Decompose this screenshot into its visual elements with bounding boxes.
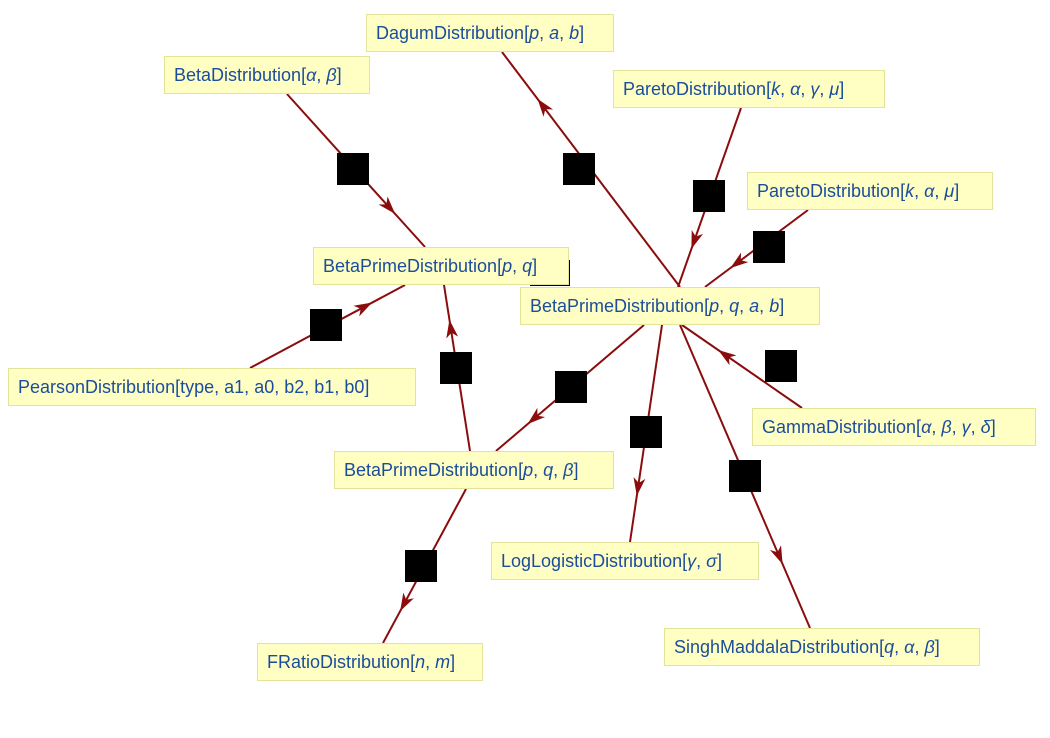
node-param: p	[502, 256, 513, 276]
edge-marker-square[interactable]	[310, 309, 342, 341]
node-singhmaddala-distribution[interactable]: SinghMaddalaDistribution[q, α, β]	[664, 628, 980, 666]
node-param: n	[415, 652, 426, 672]
arrowhead	[718, 350, 737, 366]
node-fratio-distribution[interactable]: FRatioDistribution[n, m]	[257, 643, 483, 681]
edge-betaprime3-to-fratio	[382, 488, 467, 644]
node-param: a	[749, 296, 760, 316]
node-param: σ	[706, 551, 717, 571]
edge-betaprime4-to-singhmaddala	[679, 324, 811, 629]
node-param: β	[924, 637, 935, 657]
node-loglogistic-distribution[interactable]: LogLogisticDistribution[γ, σ]	[491, 542, 759, 580]
node-name: BetaDistribution	[174, 65, 302, 85]
node-param: δ	[980, 417, 991, 437]
node-param: type	[180, 377, 215, 397]
node-param: b	[769, 296, 780, 316]
node-param: μ	[829, 79, 840, 99]
node-name: BetaPrimeDistribution	[323, 256, 498, 276]
arrowhead	[730, 252, 749, 269]
edge-marker-square[interactable]	[405, 550, 437, 582]
node-param: γ	[687, 551, 697, 571]
node-dagum-distribution[interactable]: DagumDistribution[p, a, b]	[366, 14, 614, 52]
arrowhead	[400, 592, 414, 612]
node-pearson-distribution[interactable]: PearsonDistribution[type, a1, a0, b2, b1…	[8, 368, 416, 406]
node-param: p	[523, 460, 534, 480]
edge-marker-square[interactable]	[440, 352, 472, 384]
node-param: β	[563, 460, 574, 480]
node-param: γ	[961, 417, 971, 437]
node-param: k	[905, 181, 915, 201]
node-param: b1	[314, 377, 335, 397]
node-param: α	[904, 637, 915, 657]
node-param: p	[709, 296, 720, 316]
node-name: DagumDistribution	[376, 23, 525, 43]
edge-line	[681, 324, 803, 409]
node-param: m	[435, 652, 451, 672]
arrowhead	[770, 545, 783, 565]
node-param: b	[569, 23, 580, 43]
edge-betaprime4-to-dagum	[501, 51, 681, 288]
arrowhead	[537, 98, 554, 117]
arrowhead	[353, 302, 373, 317]
edge-marker-square[interactable]	[729, 460, 761, 492]
edge-pareto4-to-betaprime4	[677, 107, 742, 288]
node-name: SinghMaddalaDistribution	[674, 637, 880, 657]
edge-marker-square[interactable]	[765, 350, 797, 382]
edge-marker-square[interactable]	[630, 416, 662, 448]
node-param: q	[884, 637, 895, 657]
arrowhead	[446, 319, 459, 339]
node-param: α	[306, 65, 317, 85]
node-param: b0	[344, 377, 365, 397]
node-param: a1	[224, 377, 245, 397]
node-param: q	[543, 460, 554, 480]
node-pareto-distribution-3[interactable]: ParetoDistribution[k, α, μ]	[747, 172, 993, 210]
edge-betaprime4-to-loglogistic	[629, 324, 663, 543]
node-param: k	[771, 79, 781, 99]
edge-beta-to-betaprime2	[286, 93, 426, 248]
node-name: BetaPrimeDistribution	[344, 460, 519, 480]
node-param: α	[924, 181, 935, 201]
edge-pareto3-to-betaprime4	[704, 209, 809, 288]
node-param: p	[529, 23, 540, 43]
node-param: a0	[254, 377, 275, 397]
arrowhead	[633, 477, 646, 496]
node-param: μ	[944, 181, 955, 201]
edge-gamma-to-betaprime4	[681, 324, 803, 409]
node-gamma-distribution[interactable]: GammaDistribution[α, β, γ, δ]	[752, 408, 1036, 446]
edge-marker-square[interactable]	[753, 231, 785, 263]
node-param: q	[522, 256, 533, 276]
edge-marker-square[interactable]	[693, 180, 725, 212]
edge-betaprime3-to-betaprime2	[440, 284, 472, 452]
node-param: γ	[810, 79, 820, 99]
node-pareto-distribution-4[interactable]: ParetoDistribution[k, α, γ, μ]	[613, 70, 885, 108]
node-name: ParetoDistribution	[623, 79, 767, 99]
node-betaprime-distribution-2[interactable]: BetaPrimeDistribution[p, q]	[313, 247, 569, 285]
node-param: b2	[284, 377, 305, 397]
node-name: PearsonDistribution	[18, 377, 176, 397]
arrowhead	[378, 196, 396, 214]
arrowhead	[527, 407, 546, 425]
node-param: β	[941, 417, 952, 437]
edge-marker-square[interactable]	[555, 371, 587, 403]
edge-betaprime4-to-betaprime3	[495, 324, 645, 452]
node-betaprime-distribution-4[interactable]: BetaPrimeDistribution[p, q, a, b]	[520, 287, 820, 325]
node-name: LogLogisticDistribution	[501, 551, 683, 571]
node-name: ParetoDistribution	[757, 181, 901, 201]
node-param: α	[921, 417, 932, 437]
node-param: β	[326, 65, 337, 85]
edge-pearson-to-betaprime2	[249, 284, 406, 369]
node-betaprime-distribution-3[interactable]: BetaPrimeDistribution[p, q, β]	[334, 451, 614, 489]
arrowhead	[691, 229, 704, 249]
node-beta-distribution[interactable]: BetaDistribution[α, β]	[164, 56, 370, 94]
node-param: a	[549, 23, 560, 43]
edge-marker-square[interactable]	[337, 153, 369, 185]
node-param: q	[729, 296, 740, 316]
edge-marker-square[interactable]	[563, 153, 595, 185]
node-name: GammaDistribution	[762, 417, 917, 437]
node-param: α	[790, 79, 801, 99]
node-name: BetaPrimeDistribution	[530, 296, 705, 316]
node-name: FRatioDistribution	[267, 652, 411, 672]
corner-mark	[530, 260, 570, 286]
